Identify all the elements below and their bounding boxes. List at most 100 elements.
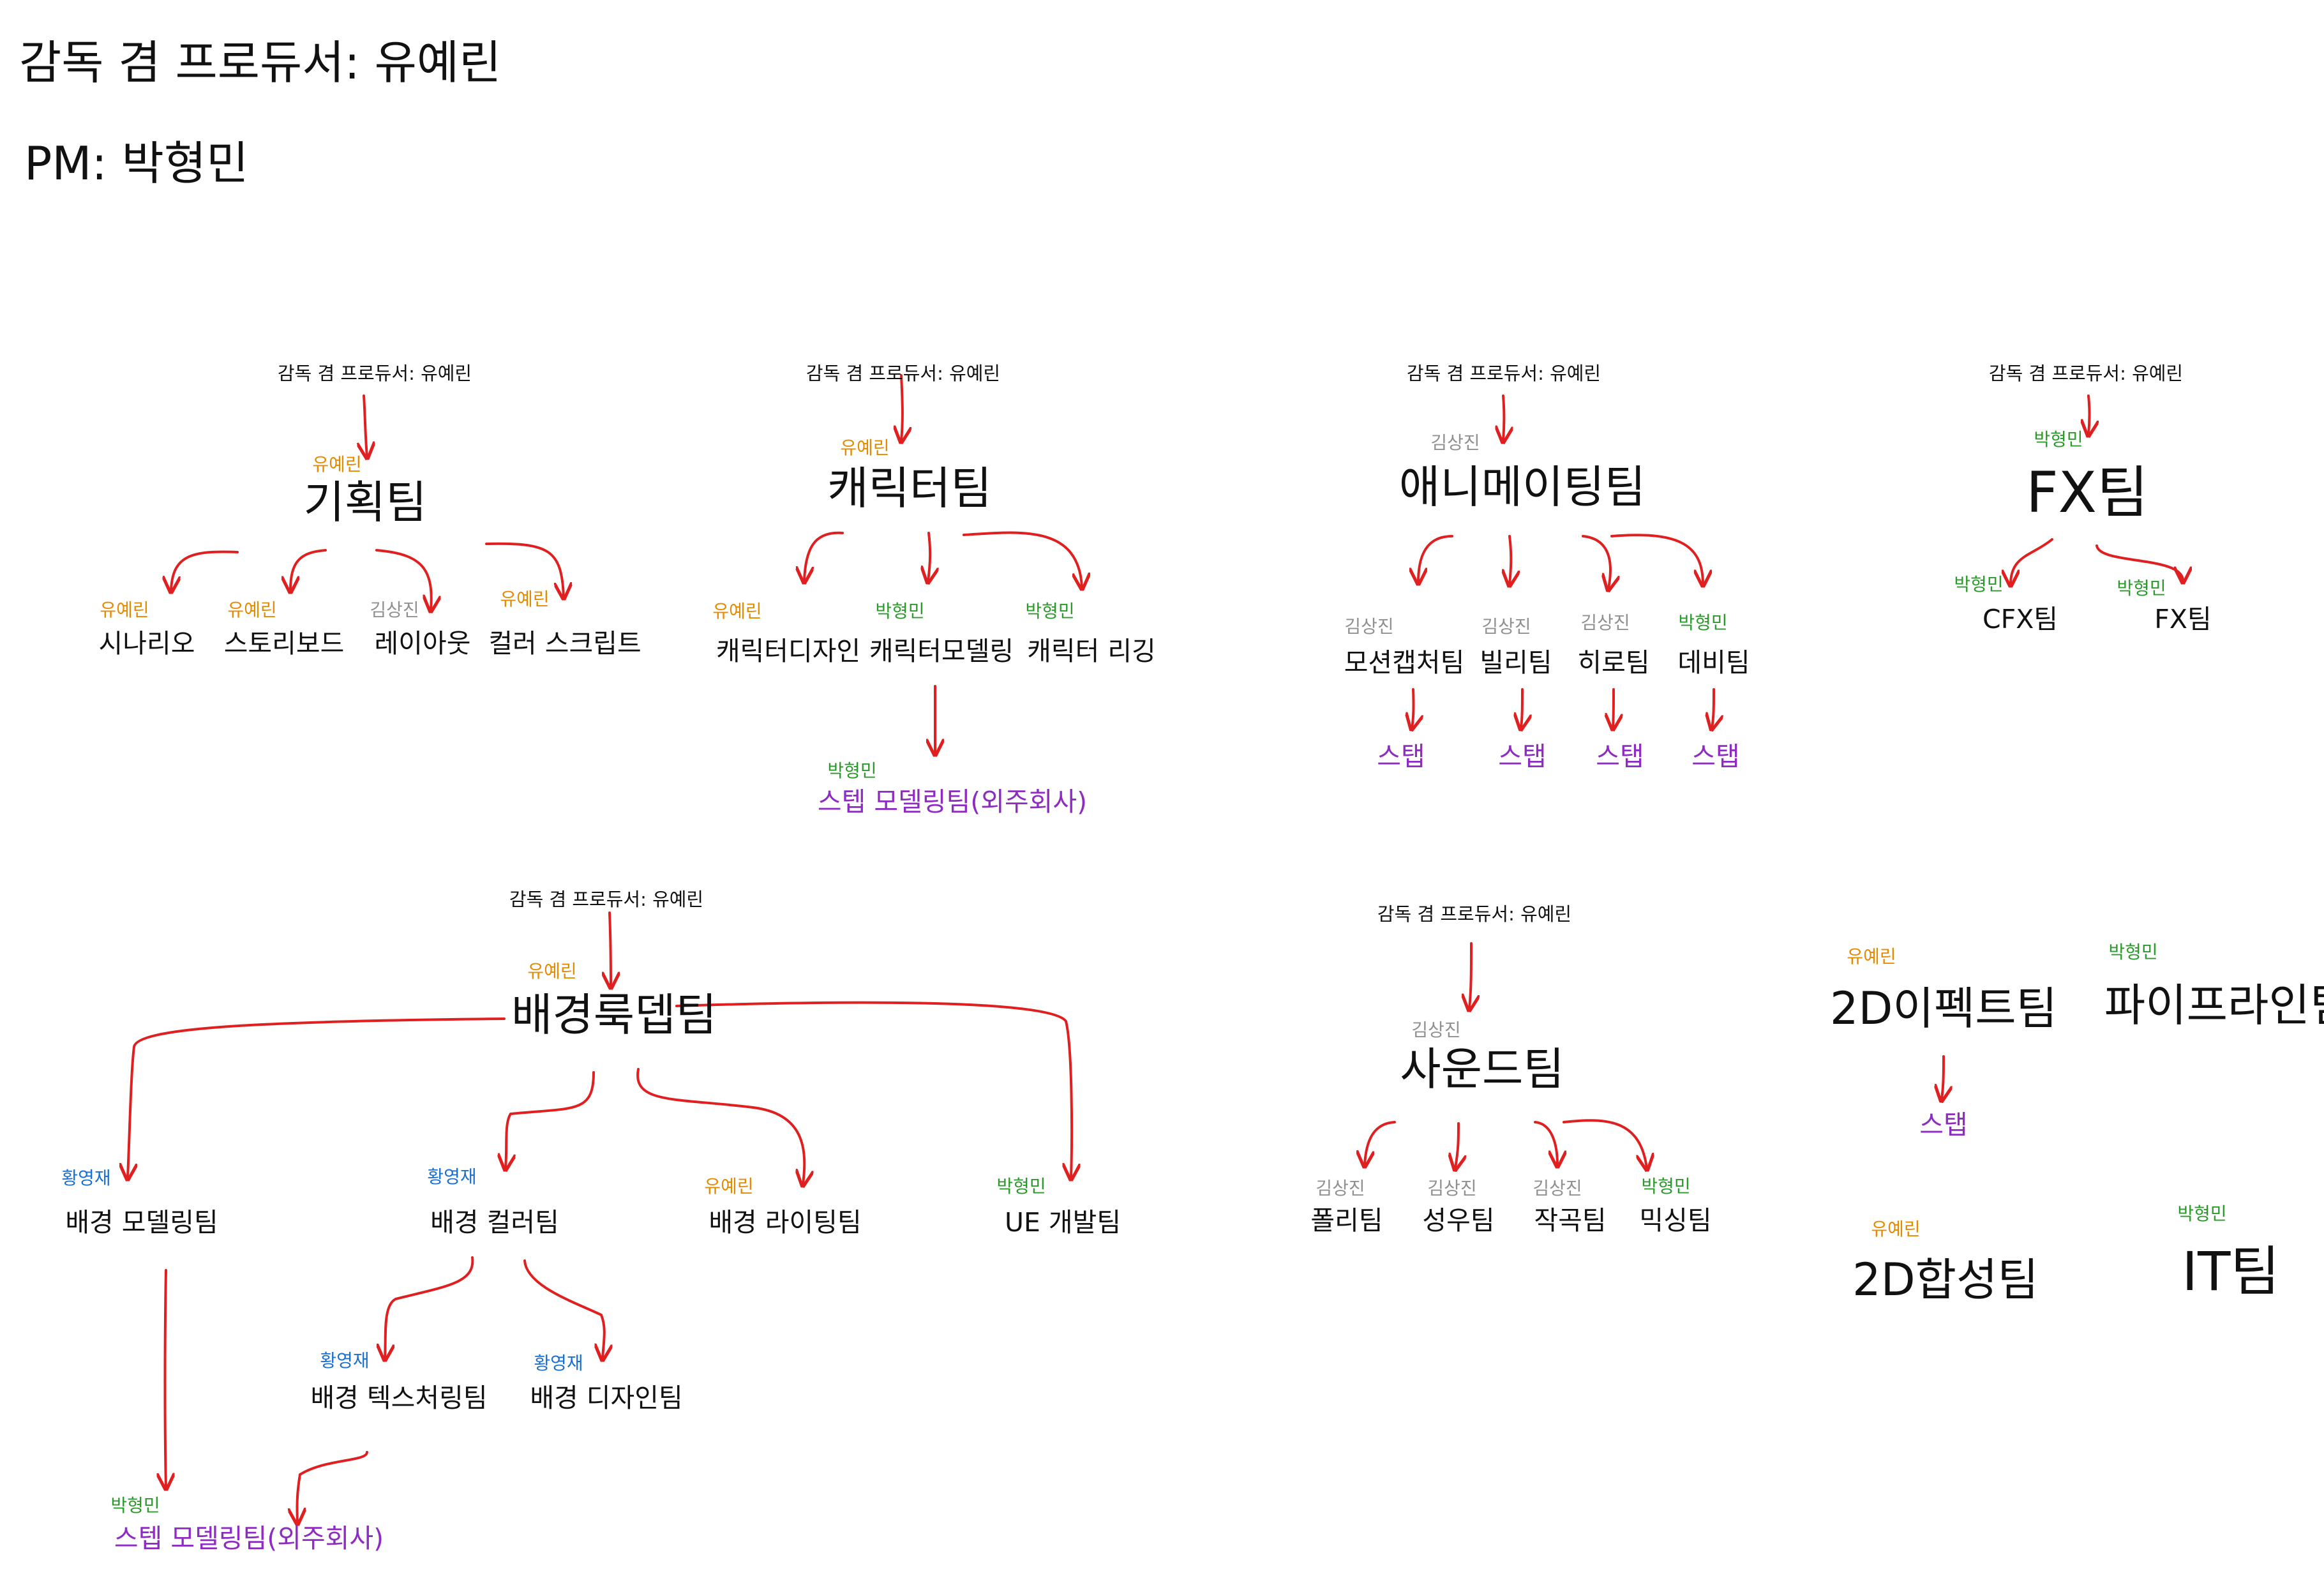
planning-child-owner: 유예린 xyxy=(500,589,550,610)
arrow xyxy=(675,1001,1072,1178)
sound-child-name: 폴리팀 xyxy=(1310,1205,1383,1236)
arrow xyxy=(1582,535,1610,589)
background-child-owner: 박형민 xyxy=(996,1176,1046,1197)
character-team-name: 캐릭터팀 xyxy=(827,462,992,514)
background-child-name: 배경 컬러팀 xyxy=(430,1207,559,1238)
character-child-name: 캐릭터모델링 xyxy=(869,636,1014,666)
arrow xyxy=(1412,688,1414,728)
character-team-owner: 유예린 xyxy=(840,437,890,458)
animation-child-name: 모션캡처팀 xyxy=(1344,647,1465,678)
planning-child-owner: 김상진 xyxy=(370,599,419,620)
planning-child-name: 시나리오 xyxy=(98,628,195,659)
fx-top-label: 감독 겸 프로듀서: 유예린 xyxy=(1988,363,2184,384)
effects2d-owner: 유예린 xyxy=(1847,946,1896,967)
planning-child-owner: 유예린 xyxy=(100,599,149,620)
effects2d-name: 2D이펙트팀 xyxy=(1829,982,2058,1035)
background-child-name: UE 개발팀 xyxy=(1004,1207,1121,1238)
background-child-owner: 황영재 xyxy=(427,1166,477,1187)
character-child-name: 캐릭터디자인 xyxy=(716,636,861,666)
arrow xyxy=(128,1017,506,1178)
arrow xyxy=(928,532,930,581)
character-top-label: 감독 겸 프로듀서: 유예린 xyxy=(806,363,1001,384)
sound-top-label: 감독 겸 프로듀서: 유예린 xyxy=(1377,903,1572,925)
sound-child-name: 작곡팀 xyxy=(1534,1205,1607,1236)
planning-team-owner: 유예린 xyxy=(312,454,362,475)
arrow xyxy=(297,1451,368,1522)
animation-child-owner: 김상진 xyxy=(1580,612,1630,633)
pipeline-name: 파이프라인팀 xyxy=(2104,979,2324,1032)
planning-child-owner: 유예린 xyxy=(227,599,277,620)
it-name: IT팀 xyxy=(2182,1240,2280,1303)
sound-child-name: 믹싱팀 xyxy=(1639,1205,1712,1236)
arrow xyxy=(523,1259,604,1358)
character-outsource-owner: 박형민 xyxy=(827,760,877,781)
pipeline-owner: 박형민 xyxy=(2108,942,2158,963)
planning-child-name: 레이아웃 xyxy=(374,628,471,659)
arrow xyxy=(165,1269,167,1487)
background-child-name: 배경 라이팅팀 xyxy=(708,1207,862,1238)
background-child-owner: 유예린 xyxy=(704,1176,754,1197)
arrow xyxy=(1610,534,1703,584)
sound-child-owner: 박형민 xyxy=(1641,1176,1691,1197)
comp2d-name: 2D합성팀 xyxy=(1852,1254,2039,1306)
planning-top-label: 감독 겸 프로듀서: 유예린 xyxy=(277,363,472,384)
animation-child-owner: 박형민 xyxy=(1678,612,1728,633)
background-color-child-owner: 황영재 xyxy=(534,1353,583,1374)
background-color-child-name: 배경 텍스처링팀 xyxy=(310,1383,488,1413)
fx-child-owner: 박형민 xyxy=(1954,574,2004,595)
arrow xyxy=(1365,1121,1396,1165)
arrow xyxy=(963,531,1082,587)
arrow xyxy=(364,394,367,456)
arrow xyxy=(171,550,239,590)
arrow xyxy=(1418,535,1453,582)
arrow xyxy=(290,549,327,590)
arrow xyxy=(375,549,431,610)
background-outsource-owner: 박형민 xyxy=(110,1495,160,1516)
animation-staff-label: 스탭 xyxy=(1498,741,1547,772)
comp2d-owner: 유예린 xyxy=(1871,1219,1921,1240)
arrow xyxy=(1503,394,1504,440)
fx-child-owner: 박형민 xyxy=(2117,578,2166,599)
it-owner: 박형민 xyxy=(2177,1203,2227,1224)
character-child-owner: 박형민 xyxy=(1025,601,1075,622)
arrow xyxy=(2011,538,2053,584)
arrow xyxy=(1521,688,1522,728)
arrow xyxy=(610,912,611,986)
fx-child-name: FX팀 xyxy=(2154,604,2212,634)
background-color-child-owner: 황영재 xyxy=(320,1350,370,1371)
sound-child-name: 성우팀 xyxy=(1422,1205,1495,1236)
arrow xyxy=(1455,1122,1458,1168)
arrow xyxy=(385,1256,474,1358)
arrow xyxy=(506,1071,595,1168)
character-child-owner: 유예린 xyxy=(712,601,762,622)
animation-staff-label: 스탭 xyxy=(1691,741,1740,772)
animation-child-name: 빌리팀 xyxy=(1480,647,1552,678)
sound-child-owner: 김상진 xyxy=(1533,1178,1582,1199)
fx-team-owner: 박형민 xyxy=(2034,429,2083,450)
background-team-name: 배경룩뎁팀 xyxy=(511,989,717,1041)
background-child-owner: 황영재 xyxy=(61,1167,111,1189)
arrow xyxy=(1613,688,1614,728)
fx-child-name: CFX팀 xyxy=(1982,604,2058,634)
effects2d-staff: 스탭 xyxy=(1919,1109,1968,1140)
sound-child-owner: 김상진 xyxy=(1427,1178,1477,1199)
planning-team-name: 기획팀 xyxy=(303,476,427,529)
character-child-owner: 박형민 xyxy=(875,601,925,622)
animation-child-name: 데비팀 xyxy=(1677,647,1750,678)
planning-child-name: 컬러 스크립트 xyxy=(488,628,641,659)
arrow xyxy=(1510,535,1511,584)
animation-team-name: 애니메이팅팀 xyxy=(1398,461,1646,513)
arrow xyxy=(901,374,903,440)
animation-top-label: 감독 겸 프로듀서: 유예린 xyxy=(1406,363,1601,384)
arrow xyxy=(1712,688,1714,728)
fx-team-name: FX팀 xyxy=(2026,460,2148,525)
sound-team-name: 사운드팀 xyxy=(1400,1043,1564,1095)
arrow xyxy=(804,531,844,581)
background-color-child-name: 배경 디자인팀 xyxy=(530,1383,683,1413)
planning-child-name: 스토리보드 xyxy=(223,628,345,659)
arrow xyxy=(1942,1055,1944,1099)
pm-title: PM: 박형민 xyxy=(24,137,249,190)
arrow xyxy=(1534,1121,1557,1165)
background-top-label: 감독 겸 프로듀서: 유예린 xyxy=(509,889,704,910)
